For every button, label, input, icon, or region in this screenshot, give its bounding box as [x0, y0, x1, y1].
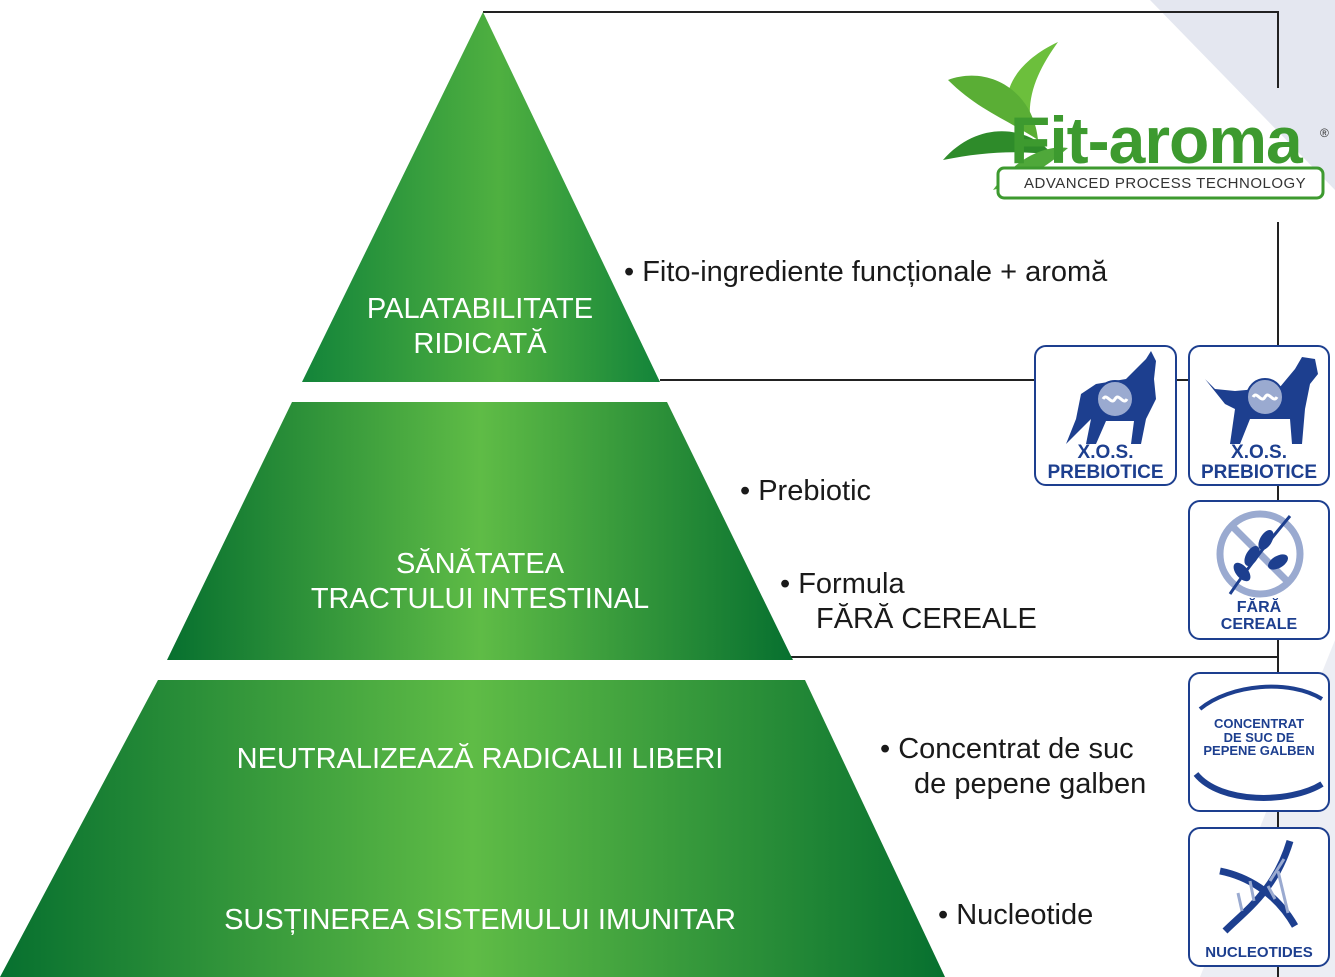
- badge-line: PEPENE GALBEN: [1203, 743, 1315, 759]
- badge-cat-xos-prebiotice: X.O.S. PREBIOTICE: [1034, 345, 1177, 486]
- tier-label-line: RIDICATĂ: [413, 327, 547, 360]
- grain-free-icon: [1216, 510, 1304, 598]
- tier-label-line: SĂNĂTATEA: [395, 548, 565, 580]
- decor-wedge-top: [1150, 0, 1335, 190]
- fit-aroma-logo: Fit-aroma ® ADVANCED PROCESS TECHNOLOGY: [938, 40, 1333, 210]
- badge-grain-free: FĂRĂ CEREALE: [1188, 500, 1330, 640]
- tier-label-free-radicals: NEUTRALIZEAZĂ RADICALII LIBERI: [236, 743, 724, 775]
- feature-line: • Formula: [780, 568, 905, 600]
- tier-label-immune-support: SUSȚINEREA SISTEMULUI IMUNITAR: [224, 904, 736, 936]
- tier-label-line: PALATABILITATE: [366, 293, 594, 325]
- feature-phyto-ingredients: • Fito-ingrediente funcționale + aromă: [624, 256, 1108, 288]
- tier-label-palatability: PALATABILITATE RIDICATĂ: [300, 292, 660, 362]
- badge-text: X.O.S. PREBIOTICE: [1190, 443, 1328, 483]
- dog-prebiotic-icon: [1205, 357, 1318, 444]
- badge-line: X.O.S.: [1231, 442, 1287, 463]
- badge-text: CONCENTRAT DE SUC DE PEPENE GALBEN: [1190, 717, 1328, 758]
- badge-melon-juice: CONCENTRAT DE SUC DE PEPENE GALBEN: [1188, 672, 1330, 812]
- feature-line: de pepene galben: [914, 767, 1147, 800]
- pyramid-tier-middle: [167, 402, 793, 660]
- feature-nucleotides: • Nucleotide: [938, 899, 1094, 931]
- feature-prebiotic: • Prebiotic: [740, 475, 872, 507]
- badge-text: X.O.S. PREBIOTICE: [1036, 443, 1175, 483]
- feature-melon-juice: • Concentrat de suc de pepene galben: [880, 732, 1146, 802]
- badge-line: FĂRĂ: [1236, 599, 1282, 616]
- badge-line: X.O.S.: [1077, 442, 1134, 463]
- leaf-icon: [943, 42, 1325, 200]
- tier-label-line: TRACTULUI INTESTINAL: [310, 582, 650, 615]
- badge-line: DE SUC DE: [1223, 729, 1295, 745]
- badge-text: FĂRĂ CEREALE: [1190, 599, 1328, 634]
- badge-dog-xos-prebiotice: X.O.S. PREBIOTICE: [1188, 345, 1330, 486]
- badge-nucleotides: NUCLEOTIDES: [1188, 827, 1330, 967]
- badge-line: CEREALE: [1220, 615, 1298, 633]
- tier-label-gut-health: SĂNĂTATEA TRACTULUI INTESTINAL: [250, 547, 710, 617]
- feature-grain-free: • Formula FĂRĂ CEREALE: [780, 567, 1037, 637]
- pyramid-tier-top: [302, 12, 660, 382]
- melon-juice-icon: [1193, 684, 1324, 801]
- cat-prebiotic-icon: [1066, 351, 1156, 444]
- badge-line: PREBIOTICE: [1200, 461, 1318, 483]
- logo-tagline: ADVANCED PROCESS TECHNOLOGY: [1024, 175, 1307, 192]
- badge-line: PREBIOTICE: [1047, 461, 1164, 483]
- badge-text: NUCLEOTIDES: [1205, 944, 1313, 961]
- logo-registered-mark: ®: [1320, 126, 1329, 140]
- dna-icon: [1219, 839, 1299, 934]
- pyramid-tier-bottom: [0, 680, 945, 977]
- logo-brand: Fit-aroma: [1010, 103, 1303, 177]
- feature-line: FĂRĂ CEREALE: [816, 602, 1037, 635]
- feature-line: • Concentrat de suc: [880, 733, 1134, 765]
- badge-line: CONCENTRAT: [1213, 716, 1305, 731]
